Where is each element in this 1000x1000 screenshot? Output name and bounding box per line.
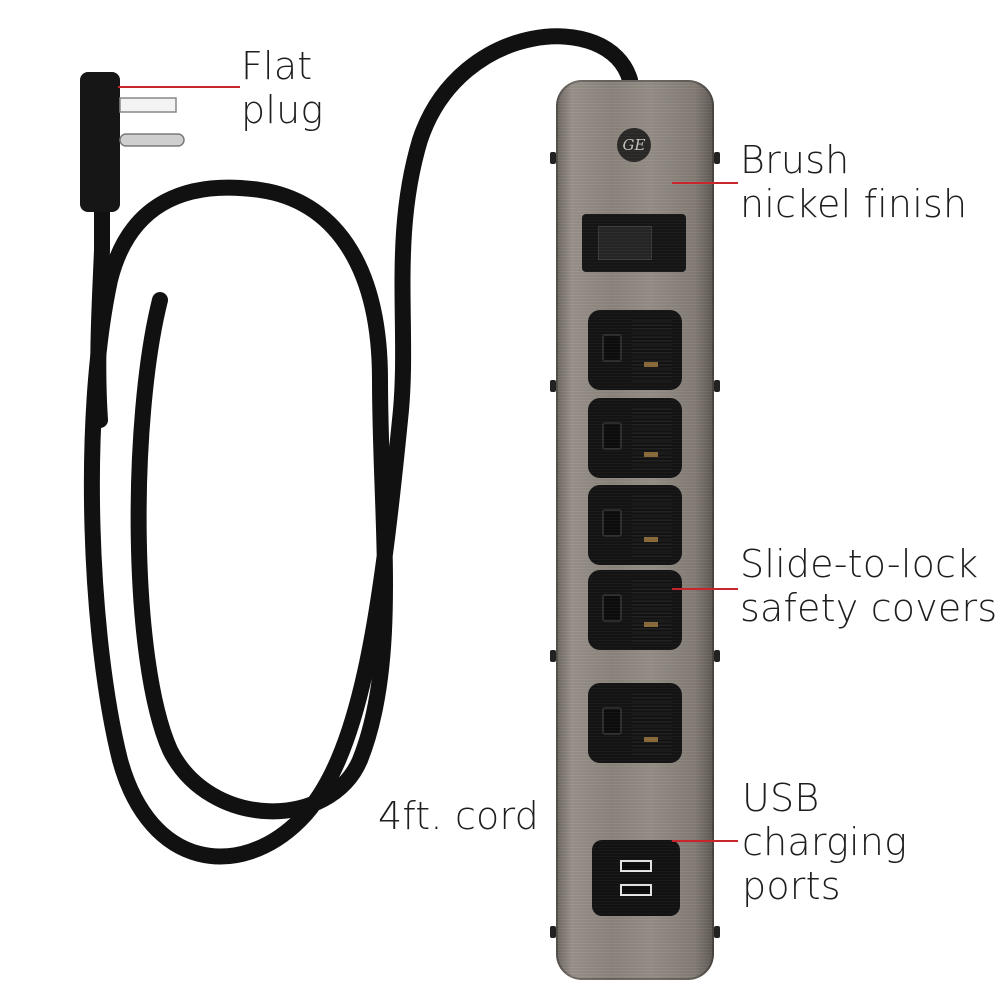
outlet-3 [588, 485, 682, 565]
usb-port-icon [620, 884, 652, 896]
rocker-icon [598, 226, 652, 260]
finish-leader [672, 182, 738, 184]
usb-port-block [592, 840, 680, 916]
cord-label: 4ft. cord [378, 794, 539, 838]
ge-logo-icon: GE [617, 128, 651, 162]
power-strip: GE [550, 80, 720, 980]
outlet-1 [588, 310, 682, 390]
outlet-4 [588, 570, 682, 650]
finish-label: Brush nickel finish [740, 138, 968, 226]
covers-leader [672, 588, 738, 590]
power-switch[interactable] [582, 214, 686, 272]
flat-plug-icon [80, 72, 185, 212]
usb-port-icon [620, 860, 652, 872]
usb-label: USB charging ports [742, 776, 908, 908]
outlet-2 [588, 398, 682, 478]
flat-plug-leader [118, 86, 240, 88]
usb-leader [672, 840, 738, 842]
covers-label: Slide-to-lock safety covers [740, 542, 998, 630]
outlet-5 [588, 683, 682, 763]
flat-plug-label: Flat plug [241, 44, 324, 132]
